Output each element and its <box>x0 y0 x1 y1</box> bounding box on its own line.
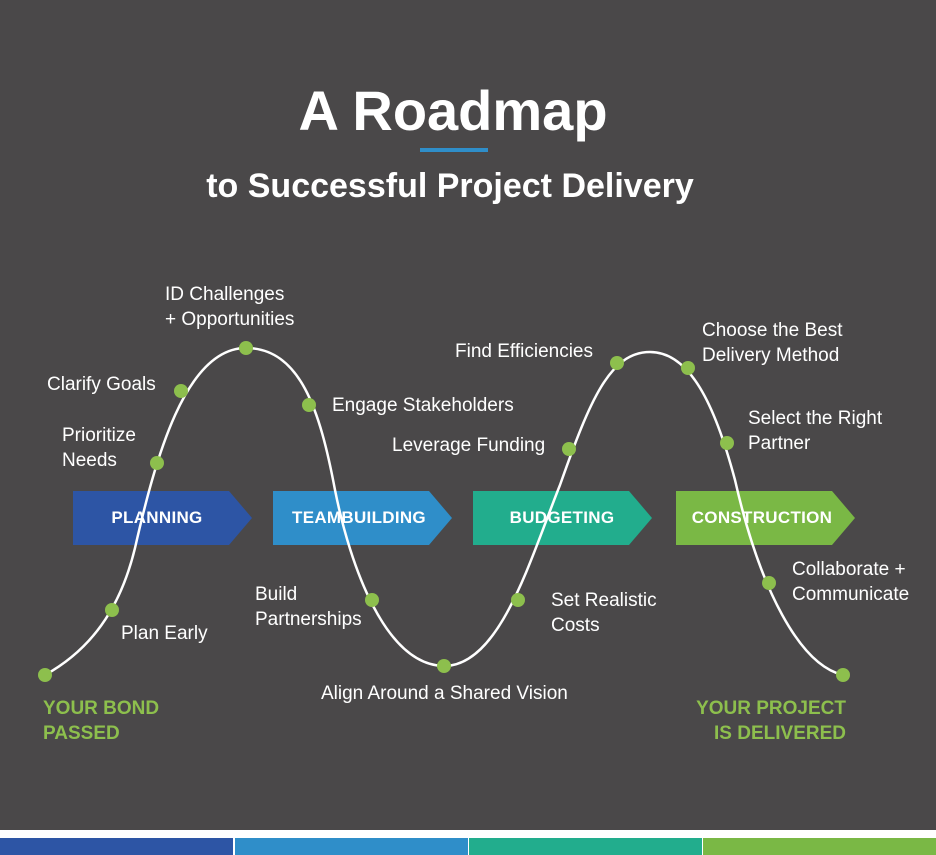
step-collaborate-line-2: Communicate <box>792 584 910 605</box>
step-select-partner: Select the Right Partner <box>748 406 882 456</box>
phase-label-teambuilding: TEAMBUILDING <box>292 508 426 527</box>
step-set-realistic-costs: Set Realistic Costs <box>551 588 657 638</box>
step-id-challenges-line-1: ID Challenges <box>165 284 285 305</box>
step-choose-delivery-method: Choose the Best Delivery Method <box>702 318 842 368</box>
title-divider <box>420 148 488 152</box>
milestone-dot-id-challenges <box>239 341 253 355</box>
step-id-challenges: ID Challenges + Opportunities <box>165 282 294 332</box>
step-leverage-funding: Leverage Funding <box>392 435 546 456</box>
phase-label-planning: PLANNING <box>111 508 203 527</box>
milestone-dot-set-costs <box>511 593 525 607</box>
phase-arrow-teambuilding <box>273 491 452 545</box>
step-build-partnerships-line-2: Partnerships <box>255 609 362 630</box>
milestone-dot-clarify <box>174 384 188 398</box>
phase-label-construction: CONSTRUCTION <box>691 508 833 527</box>
step-set-costs-line-1: Set Realistic <box>551 590 657 611</box>
step-choose-method-line-1: Choose the Best <box>702 320 843 341</box>
start-label: YOUR BOND PASSED <box>43 696 159 746</box>
milestone-dot-start <box>38 668 52 682</box>
milestone-dot-collaborate <box>762 576 776 590</box>
step-build-partnerships: Build Partnerships <box>255 582 362 632</box>
milestone-dot-select <box>720 436 734 450</box>
end-label-line-2: IS DELIVERED <box>714 723 846 744</box>
step-select-partner-line-1: Select the Right <box>748 408 883 429</box>
start-label-line-1: YOUR BOND <box>43 698 160 719</box>
milestone-dot-choose <box>681 361 695 375</box>
milestone-dot-find <box>610 356 624 370</box>
step-prioritize-needs-line-1: Prioritize <box>62 425 136 446</box>
end-label: YOUR PROJECT IS DELIVERED <box>690 696 846 746</box>
bottom-band-teambuilding <box>235 838 468 855</box>
step-prioritize-needs: Prioritize Needs <box>62 423 136 473</box>
phase-label-budgeting: BUDGETING <box>509 508 615 527</box>
bottom-band-planning <box>0 838 233 855</box>
start-label-line-2: PASSED <box>43 723 120 744</box>
milestone-dot-leverage <box>562 442 576 456</box>
step-clarify-goals: Clarify Goals <box>47 374 156 395</box>
bottom-band-budgeting <box>469 838 702 855</box>
milestone-dot-build <box>365 593 379 607</box>
step-plan-early: Plan Early <box>121 623 208 644</box>
step-build-partnerships-line-1: Build <box>255 584 298 605</box>
milestone-dot-engage <box>302 398 316 412</box>
milestone-dot-align <box>437 659 451 673</box>
step-collaborate-line-1: Collaborate + <box>792 559 906 580</box>
step-set-costs-line-2: Costs <box>551 615 600 636</box>
phase-arrow-construction <box>676 491 855 545</box>
end-label-line-1: YOUR PROJECT <box>696 698 846 719</box>
step-find-efficiencies: Find Efficiencies <box>455 341 593 362</box>
page-subtitle: to Successful Project Delivery <box>206 167 694 205</box>
bottom-band-construction <box>703 838 936 855</box>
step-select-partner-line-2: Partner <box>748 433 811 454</box>
milestone-dot-end <box>836 668 850 682</box>
step-id-challenges-line-2: + Opportunities <box>165 309 295 330</box>
step-collaborate: Collaborate + Communicate <box>792 557 909 607</box>
step-align-vision: Align Around a Shared Vision <box>321 683 568 704</box>
phase-arrow-budgeting <box>473 491 652 545</box>
milestone-dot-plan-early <box>105 603 119 617</box>
phase-arrow-planning <box>73 491 252 545</box>
page-title: A Roadmap <box>298 79 608 142</box>
step-choose-method-line-2: Delivery Method <box>702 345 840 366</box>
step-engage-stakeholders: Engage Stakeholders <box>332 395 514 416</box>
milestone-dot-prioritize <box>150 456 164 470</box>
step-prioritize-needs-line-2: Needs <box>62 450 117 471</box>
